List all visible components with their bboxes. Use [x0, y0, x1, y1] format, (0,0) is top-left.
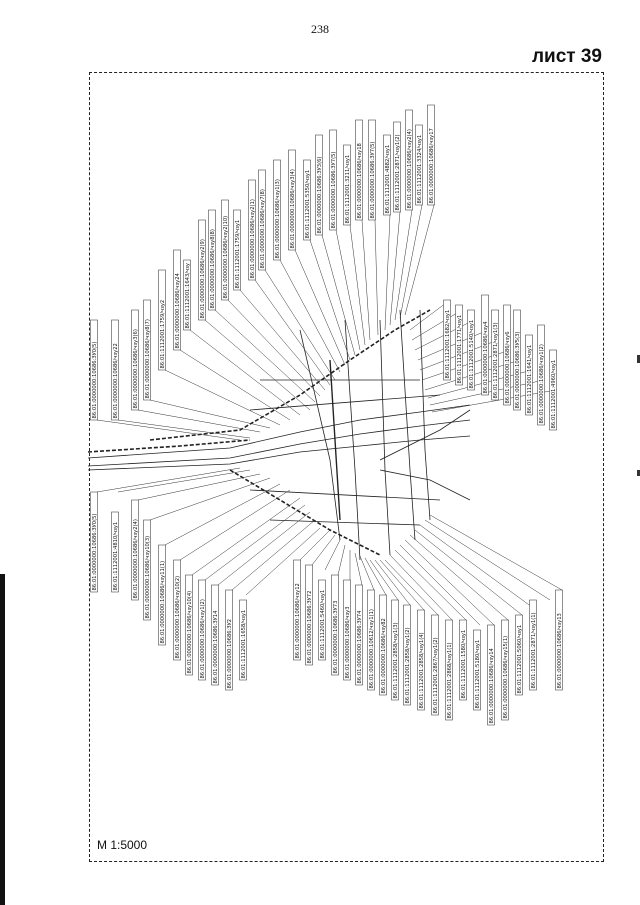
- parcel-label: 86:01:0000000:10686:ЗУ72: [307, 591, 313, 664]
- parcel-label: 86:01:0000000:10686/чзу2(4): [133, 519, 139, 598]
- parcel-label: 86:01:0000000:10686:ЗУ5(3): [515, 332, 521, 409]
- leader-lines: [96, 467, 563, 626]
- parcel-label: 86:01:0000000:10686/чзу10(3): [145, 536, 151, 619]
- parcel-label: 86:01:1112001:1658/чзу1: [241, 610, 247, 679]
- upper-label-group: 86:01:0000000:10686:ЗУ0(5) 86:01:0000000…: [90, 104, 435, 421]
- parcel-label: 86:01:0000000:10686:ЗУ7(5): [370, 142, 376, 219]
- parcel-label: 86:01:0000000:10612/чзу1(1): [369, 609, 375, 688]
- corridor-lines: [87, 309, 471, 561]
- parcel-label: 86:01:0000000:10686:ЗУ0(5): [92, 514, 98, 591]
- parcel-label: 86:01:0000000:10686/чзу2(1): [250, 199, 256, 278]
- lower-label-group: 86:01:0000000:10686/чзу12 86:01:0000000:…: [293, 559, 563, 726]
- parcel-label: 86:01:0000000:10686/чзу15(1): [503, 636, 509, 719]
- parcel-label: 86:01:0000000:10686/чзу7(8): [260, 189, 266, 268]
- parcel-label: 86:01:0000000:10686/чзу1(2): [200, 599, 206, 678]
- parcel-label: 86:01:0000000:10686/чзу3(6): [133, 329, 139, 408]
- parcel-label: 86:01:0000000:10686/чзу2(4): [407, 129, 413, 208]
- parcel-label: 86:01:1112001:1682/чзу1: [445, 310, 451, 379]
- scan-edge-tick: [637, 470, 640, 476]
- parcel-label: 86:01:0000000:10686:ЗУ2: [227, 619, 233, 689]
- parcel-label: 86:01:1112001:1641/чзу1: [527, 345, 533, 414]
- parcel-label: 86:01:0000000:10686:ЗУ7(5): [331, 152, 337, 229]
- parcel-label: 86:01:0000000:10686/чзу4: [483, 321, 489, 394]
- parcel-label: 86:01:1112001:5060/чзу1: [517, 625, 523, 694]
- parcel-label: 86:01:1112001:5180/чзу1: [475, 640, 481, 709]
- parcel-label: 86:01:0000000:10686/чзу3: [345, 607, 351, 679]
- parcel-label: 86:01:0000000:10686/чзу11(1): [160, 561, 166, 644]
- parcel-label: 86:01:0000000:10686/чзу1(3): [275, 179, 281, 258]
- parcel-label: 86:01:0000000:10686:ЗУ3(6): [317, 157, 323, 234]
- parcel-label: 86:01:1112001:1759/чзу1: [235, 220, 241, 289]
- parcel-label: 86:01:1112001:2871/чзу1(2): [395, 134, 401, 210]
- parcel-label: 86:01:0000000:10686/чзу2(9): [200, 239, 206, 318]
- upper-right-label-group: 86:01:1112001:1682/чзу1 86:01:1112001:17…: [443, 294, 557, 431]
- scale-label: М 1:5000: [97, 838, 148, 852]
- parcel-label: 86:01:0000000:10686/чзу3(4): [290, 169, 296, 248]
- parcel-label: 86:01:0000000:10686:ЗУ14: [213, 610, 219, 684]
- sheet-label: лист 39: [531, 46, 602, 67]
- parcel-label: 86:01:0000000:10686/чзу14: [489, 648, 495, 724]
- parcel-label: 86:01:1112001:4810/чзу1: [113, 522, 119, 591]
- parcel-label: 86:01:1112001:4960/чзу1: [551, 360, 557, 429]
- parcel-label: 86:01:0000000:10686/чзу1(2): [539, 344, 545, 423]
- parcel-label: 86:01:1112001:2868/чзу1(1): [447, 642, 453, 718]
- parcel-label: 86:01:1112001:2858/чзу1(3): [393, 622, 399, 698]
- parcel-label: 86:01:1112001:2867/чзу1(2): [433, 637, 439, 713]
- parcel-label: 86:01:1112001:2871/чзу1(1): [531, 612, 537, 688]
- parcel-label: 86:01:0000000:10686:ЗУ0(5): [92, 342, 98, 419]
- parcel-label: 86:01:1112001:5350/чзу1: [305, 170, 311, 239]
- parcel-label: 86:01:0000000:10686/чзу82: [381, 618, 387, 693]
- parcel-label: 86:01:0000000:10686/чзу10(2): [175, 576, 181, 659]
- parcel-label: 86:01:0000000:10686/чзу13: [557, 613, 563, 688]
- parcel-label: 86:01:0000000:10686/чзу24: [175, 273, 181, 349]
- scan-edge-tick: [637, 355, 640, 363]
- parcel-label: 86:01:1112001:1643/чзу: [185, 263, 191, 328]
- parcel-label: 86:01:0000000:10686/чзу8(8): [210, 229, 216, 308]
- parcel-label: 86:01:1112001:3211/чзу1: [345, 155, 351, 224]
- parcel-label: 86:01:0000000:10686/чзу17: [429, 128, 435, 203]
- parcel-label: 86:01:1112001:1580/чзу1: [461, 630, 467, 699]
- parcel-label: 86:01:0000000:10686/чзу6: [505, 332, 511, 404]
- parcel-label: 86:01:1112001:5140/чзу1: [469, 320, 475, 389]
- parcel-label: 86:01:0000000:10686/чзу22: [113, 343, 119, 418]
- page-number: 238: [311, 22, 329, 36]
- parcel-label: 86:01:1112001:3324/чзу1: [417, 135, 423, 204]
- parcel-label: 86:01:0000000:10686/чзу8(7): [145, 319, 151, 398]
- parcel-label: 86:01:0000000:10686:ЗУ74: [357, 610, 363, 684]
- parcel-label: 86:01:1112001:1759/чзу2: [160, 300, 166, 369]
- parcel-label: 86:01:0000000:10686/чзу10(4): [187, 591, 193, 674]
- parcel-label: 86:01:1112001:5460/чзу1: [320, 590, 326, 659]
- parcel-label: 86:01:0000000:10686/чзу12: [295, 583, 301, 658]
- parcel-label: 86:01:0000000:10686:ЗУ73: [333, 601, 339, 674]
- lower-left-label-group: 86:01:0000000:10686:ЗУ0(5) 86:01:1112001…: [90, 491, 247, 691]
- parcel-label: 86:01:1112001:2871/чзу1(3): [493, 322, 499, 398]
- leader-lines: [96, 204, 557, 441]
- parcel-label: 86:01:1112001:2858/чзу1(4): [419, 632, 425, 708]
- map-frame: [89, 72, 604, 862]
- scan-edge-bar: [0, 574, 5, 905]
- parcel-label: 86:01:1112001:4882/чзу1: [385, 145, 391, 214]
- parcel-label: 86:01:0000000:10686/чзу18: [357, 143, 363, 218]
- parcel-label: 86:01:1112001:1771/чзу1: [457, 315, 463, 384]
- parcel-label: 86:01:1112001:2858/чзу1(2): [405, 627, 411, 703]
- parcel-label: 86:01:0000000:10686/чзу2(10): [223, 216, 229, 299]
